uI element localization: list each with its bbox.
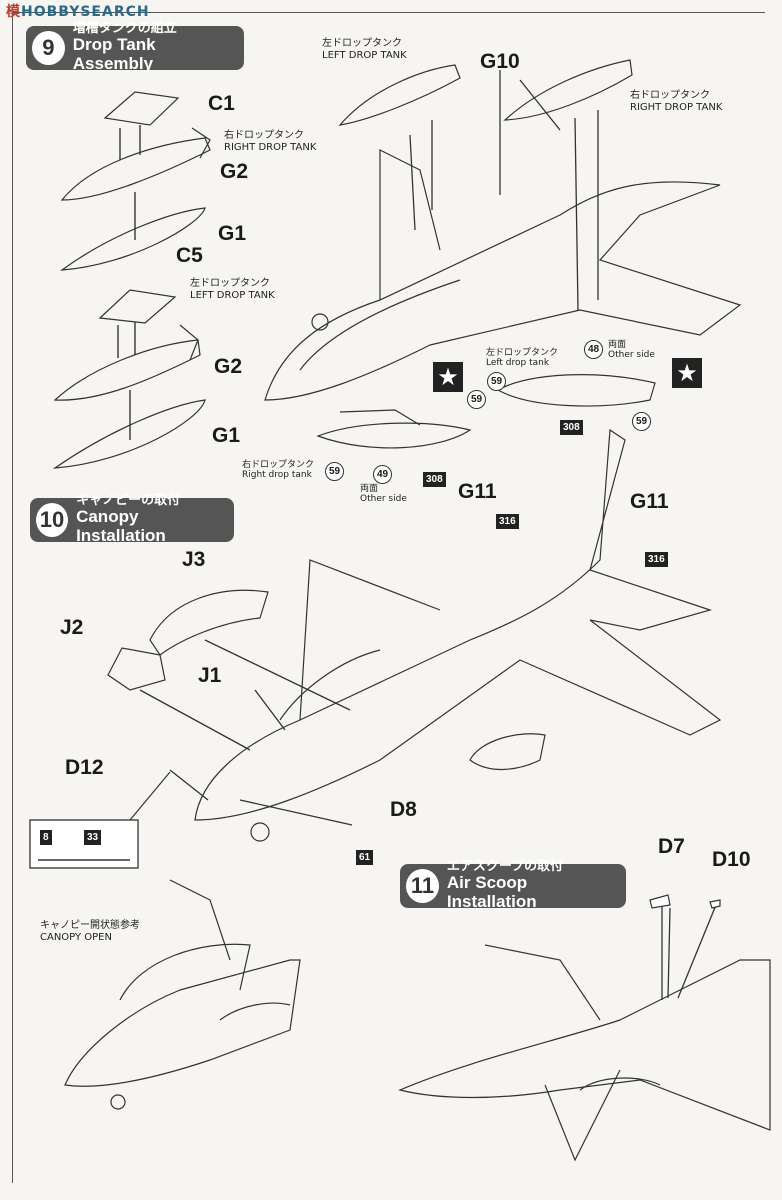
decal-59: 59: [467, 390, 486, 409]
top-right-tank: [503, 59, 633, 121]
decal-59: 59: [325, 462, 344, 481]
paint-316: 316: [496, 514, 519, 529]
decal-right-tank: [316, 409, 472, 449]
windscreen-j2: [107, 647, 166, 691]
canopy-j3: [149, 589, 269, 656]
header: 模HOBBYSEARCH: [0, 0, 150, 22]
paint-308: 308: [423, 472, 446, 487]
right-tank-upper-g2: [60, 127, 211, 201]
left-tank-upper-g2: [53, 324, 201, 401]
step-title-jp: エアスクープの取付: [446, 859, 564, 875]
paint-8: 8: [40, 830, 52, 845]
part-g2: G2: [214, 355, 243, 378]
canopy-open-aircraft: [64, 879, 301, 1110]
step-title-en: Canopy Installation: [76, 507, 166, 546]
aircraft-top: [264, 149, 742, 401]
logo-mark: 模: [6, 4, 21, 20]
part-j1: J1: [198, 664, 222, 687]
part-g1: G1: [212, 424, 241, 447]
step-number: 10: [36, 503, 69, 537]
part-g2: G2: [220, 160, 249, 183]
step-title-jp: キャノピーの取付: [76, 493, 181, 509]
part-c1: C1: [208, 92, 235, 115]
aircraft-rear: [398, 944, 771, 1162]
decal-59: 59: [487, 372, 506, 391]
right-tank-lower-g1: [59, 207, 206, 271]
decal-left-tank: [496, 374, 656, 407]
site-logo[interactable]: 模HOBBYSEARCH: [0, 1, 150, 21]
logo-text: HOBBYSEARCH: [21, 4, 150, 20]
step-title-jp: 増槽タンクの組立: [72, 21, 177, 37]
part-j2: J2: [60, 616, 84, 639]
part-g11: G11: [630, 490, 669, 513]
star-icon: ★: [433, 362, 463, 392]
step-number: 9: [32, 31, 65, 65]
step-title-en: Drop Tank Assembly: [72, 35, 156, 74]
part-g11: G11: [458, 480, 497, 503]
page-frame: [12, 12, 765, 1183]
left-tank-pylon-c5: [98, 289, 177, 324]
paint-61: 61: [356, 850, 374, 865]
decal-48: 48: [584, 340, 603, 359]
step-number: 11: [406, 869, 439, 903]
decal-59: 59: [632, 412, 651, 431]
paint-308: 308: [560, 420, 583, 435]
part-d7: D7: [658, 835, 685, 858]
part-d8: D8: [390, 798, 417, 821]
right-tank-pylon-c1: [103, 91, 180, 126]
paint-316: 316: [645, 552, 668, 567]
star-icon: ★: [672, 358, 702, 388]
part-c5: C5: [176, 244, 203, 267]
part-g10: G10: [480, 50, 520, 73]
left-tank-lower-g1: [52, 399, 206, 469]
part-d10: D10: [712, 848, 751, 871]
step-title-en: Air Scoop Installation: [446, 873, 537, 912]
part-g1: G1: [218, 222, 247, 245]
part-j3: J3: [182, 548, 206, 571]
decal-49: 49: [373, 465, 392, 484]
top-left-tank: [338, 64, 461, 126]
paint-33: 33: [84, 830, 102, 845]
part-d12: D12: [65, 756, 104, 779]
